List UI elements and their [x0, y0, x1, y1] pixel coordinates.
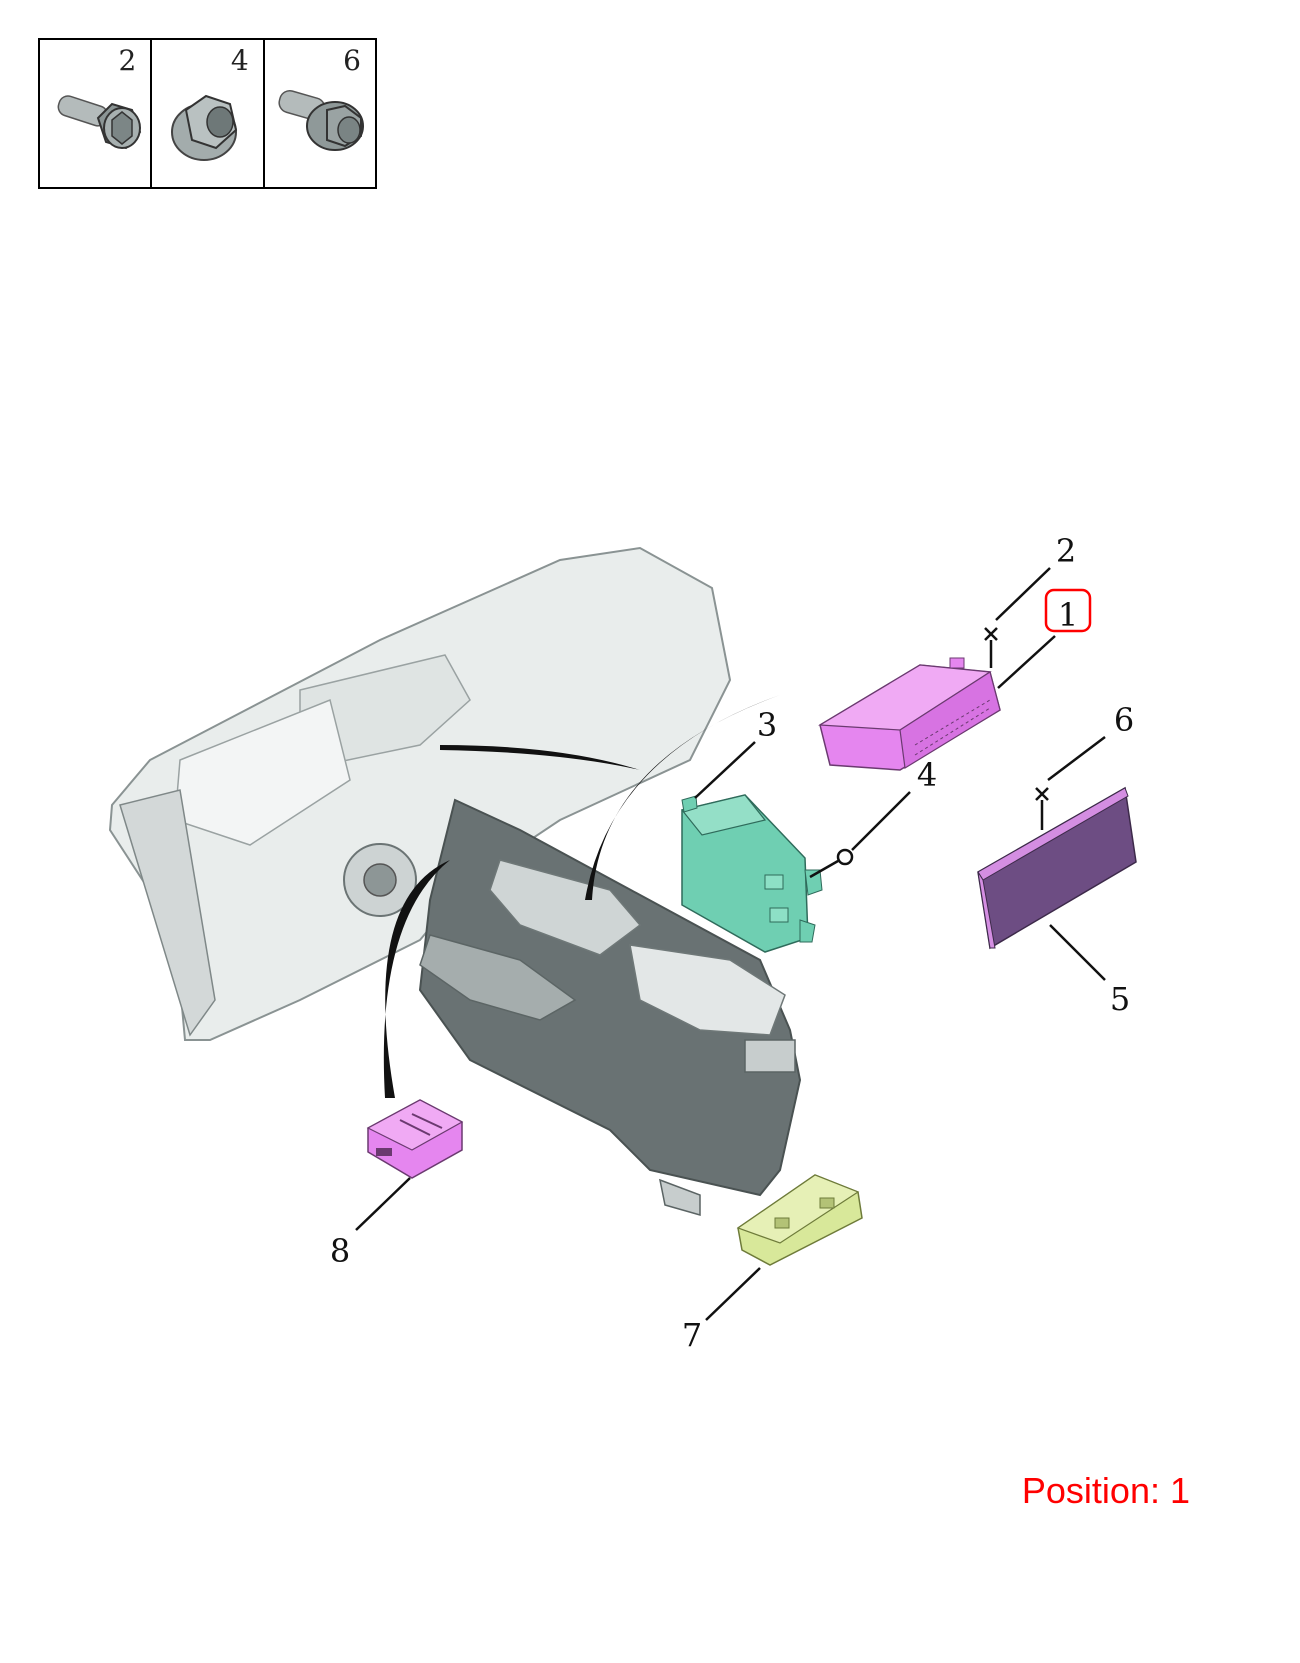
part-8-usb-module[interactable] — [366, 1099, 464, 1179]
highlight-box — [1044, 588, 1092, 633]
callout-3[interactable]: 3 — [757, 706, 777, 744]
callout-2[interactable]: 2 — [1056, 532, 1076, 570]
part-1-control-unit[interactable] — [818, 657, 1001, 771]
legend-number: 4 — [230, 44, 249, 77]
position-label: Position: 1 — [1021, 1470, 1190, 1511]
flange-bolt-icon — [278, 89, 364, 151]
callout-8[interactable]: 8 — [330, 1232, 350, 1270]
legend-number: 2 — [118, 44, 137, 77]
callout-5[interactable]: 5 — [1110, 980, 1130, 1018]
fastener-legend: 2 4 6 — [38, 38, 377, 189]
nut-4-marker-icon — [836, 848, 854, 866]
part-5-display-panel[interactable] — [977, 786, 1137, 950]
callout-1[interactable]: 1 — [1058, 596, 1078, 634]
callout-7[interactable]: 7 — [682, 1316, 702, 1354]
callout-4[interactable]: 4 — [917, 756, 937, 794]
callout-6[interactable]: 6 — [1114, 701, 1134, 739]
legend-cell-bolt-2: 2 — [40, 40, 153, 187]
legend-cell-nut-4: 4 — [152, 40, 265, 187]
flange-bolt-icon — [57, 95, 142, 150]
legend-cell-bolt-6: 6 — [265, 40, 375, 187]
legend-number: 6 — [343, 44, 361, 77]
location-arcs — [383, 695, 780, 1098]
bolt-6-marker-icon — [1035, 787, 1049, 801]
part-7-usb-module[interactable] — [736, 1174, 863, 1266]
dashboard-illustration — [108, 546, 802, 1216]
part-3-electronic-module[interactable] — [680, 794, 823, 953]
flange-nut-icon — [171, 94, 238, 161]
bolt-2-marker-icon — [984, 627, 998, 641]
fastener-symbols — [809, 627, 1049, 879]
leader-lines — [355, 567, 1106, 1321]
